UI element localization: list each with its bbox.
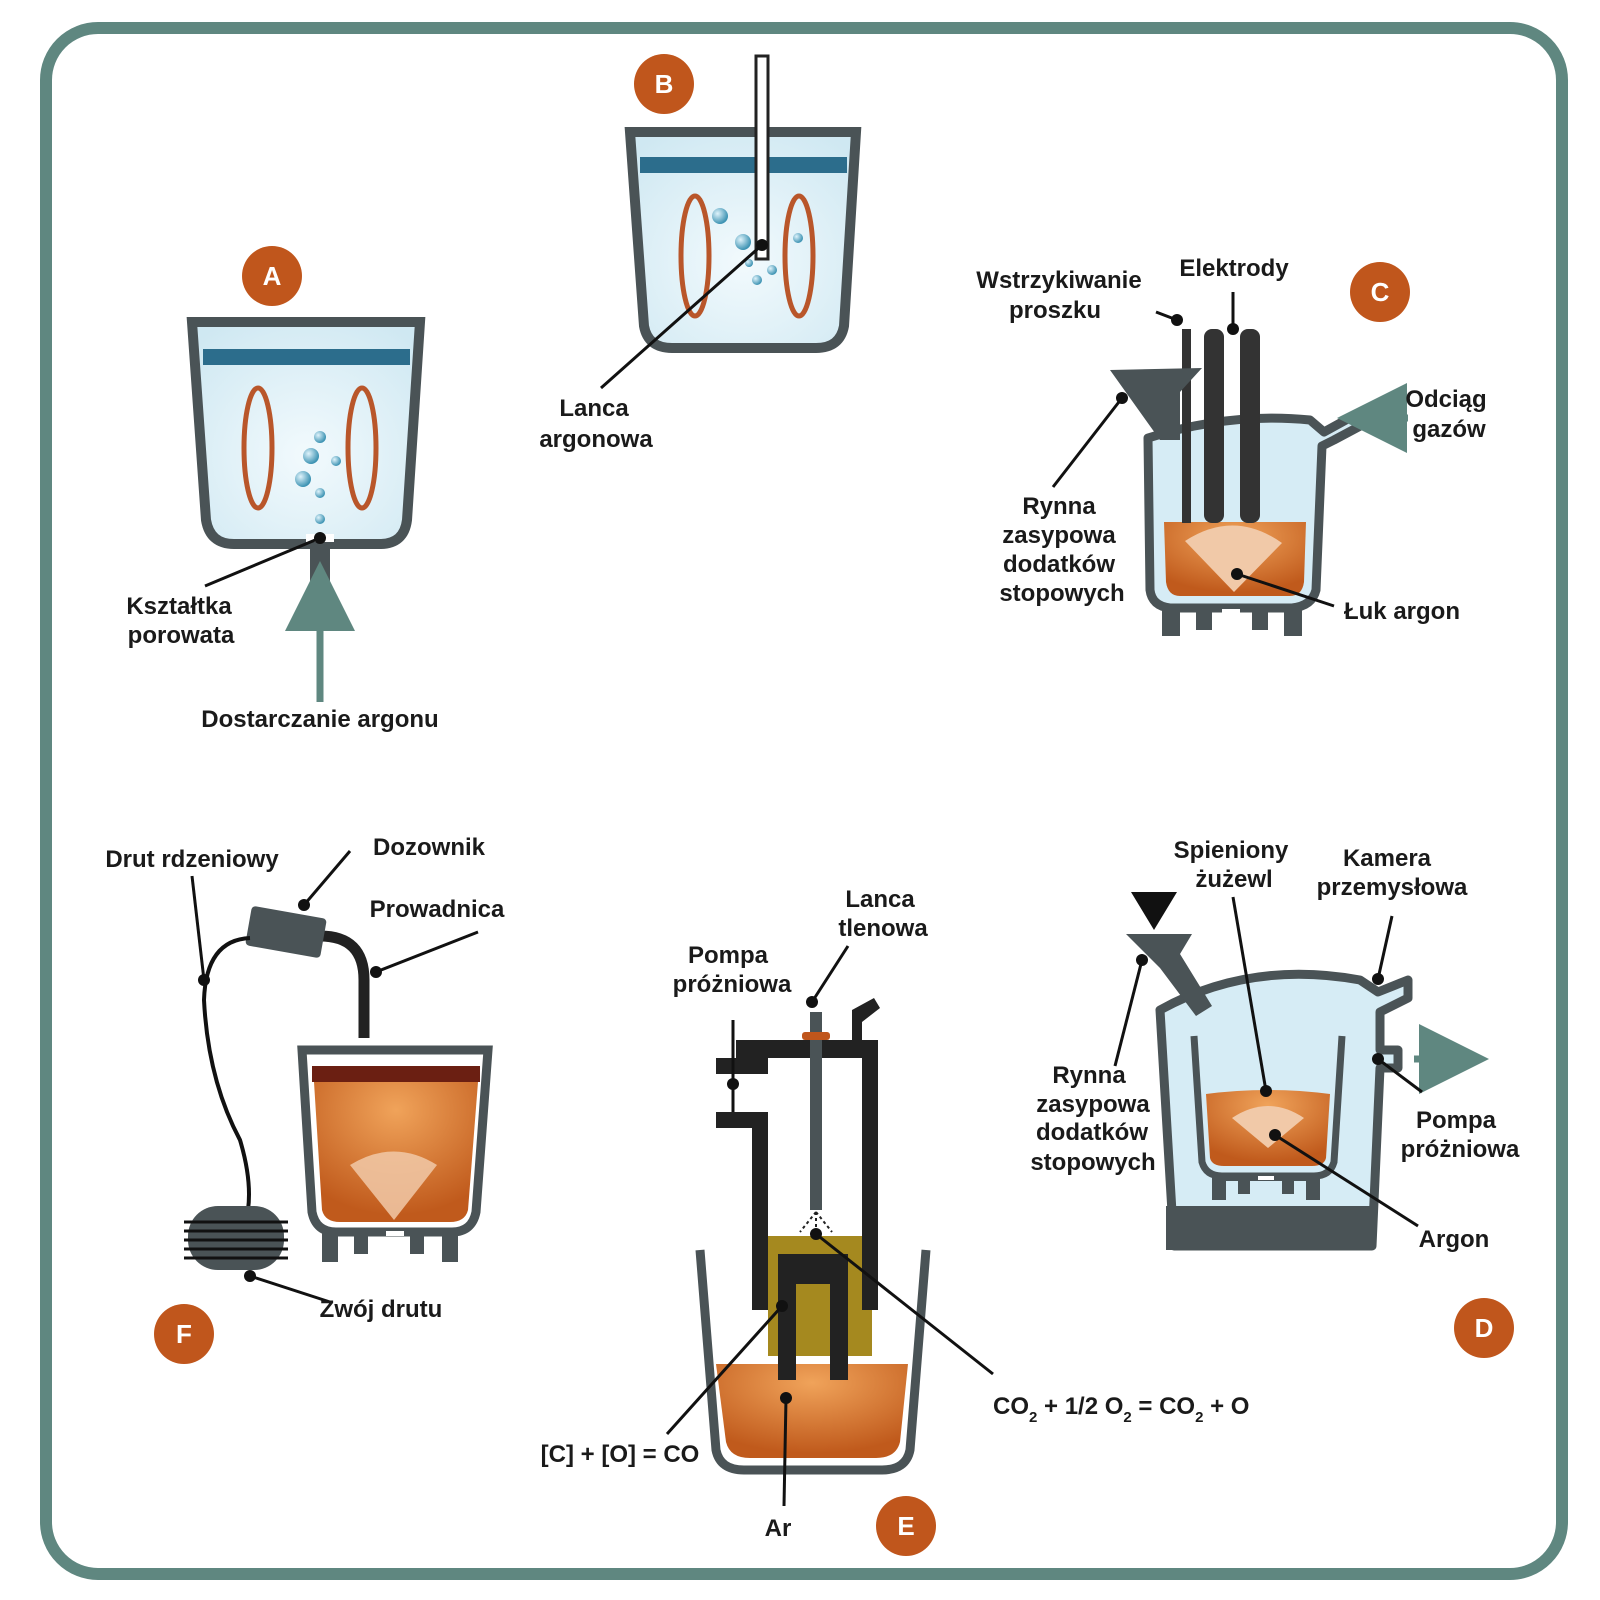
panel-f: F bbox=[105, 834, 505, 1364]
badge-d bbox=[1454, 1298, 1514, 1358]
coil-b-left bbox=[678, 193, 712, 319]
guide-tube bbox=[319, 930, 370, 1038]
exhaust-label-2: gazów bbox=[1412, 416, 1486, 443]
badge-c bbox=[1350, 262, 1410, 322]
alloy-chute-c bbox=[1110, 368, 1202, 440]
melt-e bbox=[716, 1364, 908, 1458]
powder-injector bbox=[1182, 329, 1191, 523]
chute-c-label-4: stopowych bbox=[999, 580, 1124, 607]
plug-label-2: porowata bbox=[128, 622, 235, 649]
chute-d-label-4: stopowych bbox=[1030, 1149, 1155, 1176]
foam-label-2: żużewl bbox=[1195, 866, 1272, 893]
panel-d: D Spieniony żużewl Kamera przemysłowa bbox=[1030, 837, 1520, 1358]
chute-c-label-3: dodatków bbox=[1003, 551, 1115, 578]
pump-port-e bbox=[716, 1074, 726, 1112]
camera-label-2: przemysłowa bbox=[1317, 874, 1468, 901]
ladle-e bbox=[695, 1249, 931, 1475]
vacuum-pump-e-label-1: Pompa bbox=[688, 942, 769, 969]
coil-b-right bbox=[782, 193, 816, 319]
lance-label-1: Lanca bbox=[559, 395, 629, 422]
vacuum-pump-d-label-1: Pompa bbox=[1416, 1107, 1497, 1134]
bubbles-b bbox=[712, 208, 803, 285]
slag-f bbox=[312, 1066, 480, 1082]
badge-e bbox=[876, 1496, 936, 1556]
feeder bbox=[245, 906, 327, 958]
panel-c: C Wstrzykiwanie proszku Elektrody Odciąg… bbox=[976, 255, 1487, 636]
wire-label: Drut rdzeniowy bbox=[105, 846, 279, 873]
injection-label-2: proszku bbox=[1009, 297, 1101, 324]
vacuum-pump-e-label-2: próżniowa bbox=[673, 971, 792, 998]
badge-b bbox=[634, 54, 694, 114]
chute-d-label-3: dodatków bbox=[1036, 1119, 1148, 1146]
badge-a bbox=[242, 246, 302, 306]
wire-coil bbox=[184, 1206, 288, 1270]
badge-f-label: F bbox=[176, 1319, 192, 1349]
badge-d-label: D bbox=[1475, 1313, 1494, 1343]
argon-e-label: Ar bbox=[765, 1515, 792, 1542]
chute-d-label-1: Rynna bbox=[1052, 1062, 1126, 1089]
badge-a-label: A bbox=[263, 261, 282, 291]
ladle-a-top-layer bbox=[203, 349, 410, 365]
electrodes-label: Elektrody bbox=[1179, 255, 1289, 282]
guide-label: Prowadnica bbox=[370, 896, 505, 923]
argon-lance bbox=[754, 54, 770, 261]
injection-label-1: Wstrzykiwanie bbox=[976, 267, 1141, 294]
oxygen-lance-label-2: tlenowa bbox=[838, 915, 928, 942]
panel-e: E bbox=[541, 886, 1249, 1556]
arc-c bbox=[1185, 525, 1282, 592]
porous-plug bbox=[310, 540, 330, 584]
plug-label-1: Kształtka bbox=[126, 593, 232, 620]
oxygen-lance-label-1: Lanca bbox=[845, 886, 915, 913]
badge-c-label: C bbox=[1371, 277, 1390, 307]
foam-label-1: Spieniony bbox=[1174, 837, 1289, 864]
reaction-oxygen-label: CO2 + 1/2 O2 = CO2 + O bbox=[993, 1393, 1249, 1426]
argon-d-label: Argon bbox=[1419, 1226, 1490, 1253]
coil-a-right bbox=[345, 385, 379, 511]
feeder-label: Dozownik bbox=[373, 834, 486, 861]
vacuum-pump-d-label-2: próżniowa bbox=[1401, 1136, 1520, 1163]
badge-e-label: E bbox=[897, 1511, 914, 1541]
furnace-c-feet bbox=[1162, 604, 1302, 636]
arc-f bbox=[350, 1151, 437, 1220]
camera-label-1: Kamera bbox=[1343, 845, 1432, 872]
bubbles-a bbox=[295, 431, 341, 524]
exhaust-label-1: Odciąg bbox=[1405, 386, 1486, 413]
ladle-b-top-layer bbox=[640, 157, 847, 173]
electrode-right bbox=[1240, 329, 1260, 523]
oxygen-lance bbox=[810, 1012, 822, 1210]
chute-c-label-1: Rynna bbox=[1022, 493, 1096, 520]
arc-label: Łuk argon bbox=[1344, 598, 1460, 625]
badge-b-label: B bbox=[655, 69, 674, 99]
arc-d bbox=[1232, 1106, 1304, 1148]
vacuum-vessel bbox=[716, 998, 880, 1380]
panel-a: A Kształtka porowata Dostarczanie argonu bbox=[126, 246, 439, 733]
chute-d-label-2: zasypowa bbox=[1036, 1091, 1150, 1118]
electrode-left bbox=[1204, 329, 1224, 523]
coil-a-left bbox=[241, 385, 275, 511]
coil-label: Zwój drutu bbox=[320, 1296, 443, 1323]
cored-wire bbox=[201, 936, 251, 1211]
lance-label-2: argonowa bbox=[539, 426, 653, 453]
argon-supply-label: Dostarczanie argonu bbox=[201, 706, 438, 733]
alloy-hopper-d bbox=[1131, 892, 1177, 930]
badge-f bbox=[154, 1304, 214, 1364]
panel-b: B Lanca argonowa bbox=[539, 54, 862, 453]
reaction-co-label: [C] + [O] = CO bbox=[541, 1441, 700, 1468]
alloy-chute-d bbox=[1126, 934, 1212, 1016]
chute-c-label-2: zasypowa bbox=[1002, 522, 1116, 549]
